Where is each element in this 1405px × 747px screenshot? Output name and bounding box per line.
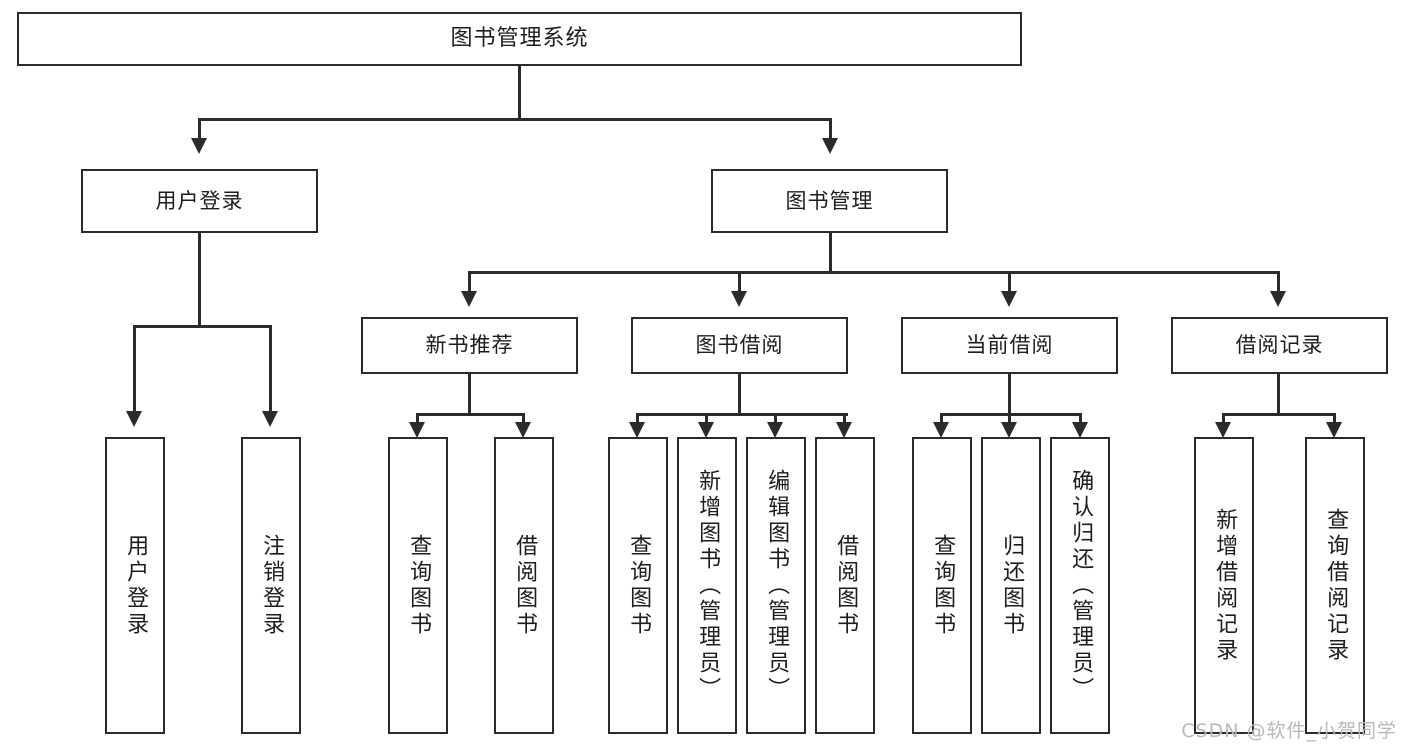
leaf-label: 用户登录 [123,533,149,638]
arrowhead-icon [191,138,207,154]
leaf-query-borrow-record[interactable]: 查询借阅记录 [1305,437,1365,734]
connector-borrowrecord-drop-1 [1222,413,1225,425]
connector-root-drop-right [829,118,832,140]
arrowhead-icon [822,138,838,154]
connector-currentborrow-bus [940,413,1082,416]
arrowhead-icon [1072,422,1088,438]
leaf-label: 借阅图书 [833,533,859,638]
connector-bookmgmt-drop-4 [1277,271,1280,293]
connector-bookmgmt-stem [829,233,832,271]
connector-borrowrecord-bus [1222,413,1336,416]
leaf-label: 查询图书 [930,533,956,638]
connector-bookmgmt-drop-3 [1008,271,1011,293]
connector-bookborrow-stem [738,374,741,413]
leaf-label: 新增借阅记录 [1212,507,1238,664]
leaf-label: 查询借阅记录 [1323,507,1349,664]
connector-bookborrow-drop-3 [774,413,777,425]
connector-bookborrow-drop-4 [843,413,846,425]
connector-currentborrow-drop-1 [940,413,943,425]
leaf-query-book-borrow[interactable]: 查询图书 [608,437,668,734]
leaf-label: 确认归还（管理员） [1068,468,1094,703]
arrowhead-icon [409,422,425,438]
connector-currentborrow-stem [1008,374,1011,413]
leaf-add-book-admin[interactable]: 新增图书（管理员） [677,437,737,734]
node-book-borrow[interactable]: 图书借阅 [631,317,848,374]
connector-borrowrecord-drop-2 [1333,413,1336,425]
node-borrow-record[interactable]: 借阅记录 [1171,317,1388,374]
leaf-label: 注销登录 [259,533,285,638]
arrowhead-icon [629,422,645,438]
node-current-borrow[interactable]: 当前借阅 [901,317,1118,374]
connector-bookborrow-bus [636,413,848,416]
connector-userlogin-drop-2 [269,325,272,413]
arrowhead-icon [836,422,852,438]
connector-userlogin-drop-1 [133,325,136,413]
node-label: 用户登录 [155,188,244,213]
arrowhead-icon [1215,422,1231,438]
connector-bookmgmt-bus [468,271,1280,274]
node-label: 借阅记录 [1235,333,1324,358]
leaf-query-book-recommend[interactable]: 查询图书 [388,437,448,734]
node-root-book-management-system[interactable]: 图书管理系统 [17,12,1022,66]
leaf-borrow-book[interactable]: 借阅图书 [815,437,875,734]
connector-newbook-drop-2 [522,413,525,425]
arrowhead-icon [1001,291,1017,307]
connector-userlogin-stem [198,233,201,325]
arrowhead-icon [126,411,142,427]
connector-userlogin-bus [133,325,269,328]
leaf-add-borrow-record[interactable]: 新增借阅记录 [1194,437,1254,734]
leaf-label: 新增图书（管理员） [695,468,721,703]
connector-currentborrow-drop-3 [1079,413,1082,425]
leaf-query-book-current[interactable]: 查询图书 [912,437,972,734]
arrowhead-icon [1001,422,1017,438]
leaf-borrow-book-recommend[interactable]: 借阅图书 [494,437,554,734]
arrowhead-icon [1270,291,1286,307]
connector-bookborrow-drop-2 [705,413,708,425]
connector-bookborrow-drop-1 [636,413,639,425]
connector-currentborrow-drop-2 [1008,413,1011,425]
connector-bookmgmt-drop-2 [738,271,741,293]
node-new-book-recommend[interactable]: 新书推荐 [361,317,578,374]
connector-newbook-bus [416,413,525,416]
arrowhead-icon [461,291,477,307]
leaf-user-login[interactable]: 用户登录 [105,437,165,734]
leaf-label: 借阅图书 [512,533,538,638]
node-user-login[interactable]: 用户登录 [81,169,318,233]
arrowhead-icon [767,422,783,438]
connector-newbook-drop-1 [416,413,419,425]
leaf-label: 查询图书 [406,533,432,638]
arrowhead-icon [698,422,714,438]
leaf-return-book[interactable]: 归还图书 [981,437,1041,734]
leaf-edit-book-admin[interactable]: 编辑图书（管理员） [746,437,806,734]
leaf-confirm-return-admin[interactable]: 确认归还（管理员） [1050,437,1110,734]
node-label: 新书推荐 [425,333,514,358]
node-label: 图书借阅 [695,333,784,358]
node-label: 图书管理 [785,188,874,213]
connector-root-stem [518,66,521,118]
connector-root-bus [198,118,832,121]
arrowhead-icon [731,291,747,307]
arrowhead-icon [1326,422,1342,438]
leaf-logout[interactable]: 注销登录 [241,437,301,734]
arrowhead-icon [933,422,949,438]
node-label: 当前借阅 [965,333,1054,358]
connector-borrowrecord-stem [1277,374,1280,413]
connector-newbook-stem [468,374,471,413]
leaf-label: 查询图书 [626,533,652,638]
node-book-management[interactable]: 图书管理 [711,169,948,233]
leaf-label: 编辑图书（管理员） [764,468,790,703]
connector-bookmgmt-drop-1 [468,271,471,293]
arrowhead-icon [515,422,531,438]
leaf-label: 归还图书 [999,533,1025,638]
arrowhead-icon [262,411,278,427]
node-label: 图书管理系统 [450,26,589,52]
connector-root-drop-left [198,118,201,140]
